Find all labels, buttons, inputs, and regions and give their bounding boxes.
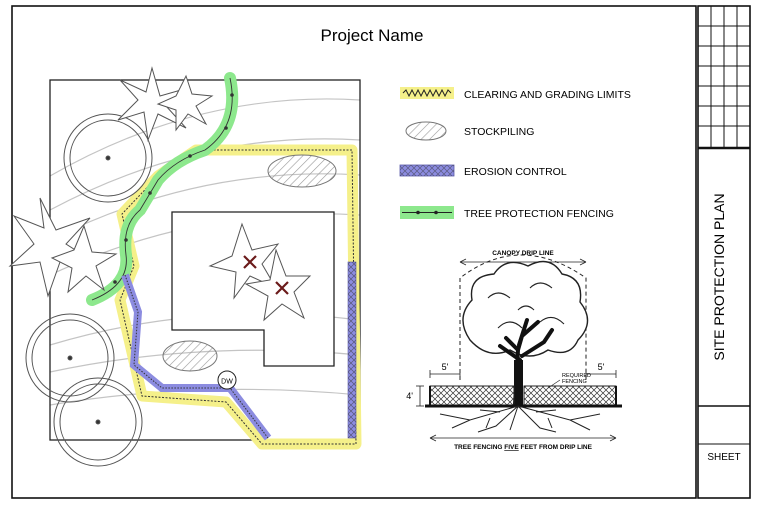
fence-right [523,385,617,407]
site-plan: DW [8,66,362,467]
sheet-label: SHEET [707,452,740,463]
trees-to-remove [208,222,312,322]
remove-x-icon [243,255,257,269]
legend-label: EROSION CONTROL [464,166,567,178]
remove-x-icon [275,281,289,295]
legend-item-erosion: EROSION CONTROL [399,164,567,178]
existing-trees [25,113,153,467]
plan-title: SITE PROTECTION PLAN [711,193,727,360]
tree-fence-detail: CANOPY DRIP LINE 5' 5' [406,250,622,451]
legend-label: TREE PROTECTION FENCING [464,208,614,220]
canopy [462,260,589,357]
revision-grid [698,6,750,445]
caption-emphasis: FIVE [504,444,519,451]
sheet-border [11,5,697,499]
offset-right-label: 5' [598,362,605,372]
drywell-icon [217,370,237,390]
legend-label: CLEARING AND GRADING LIMITS [464,89,631,101]
building-footprint [171,211,335,367]
height-label: 4' [406,391,413,401]
offset-left-label: 5' [442,362,449,372]
caption-part: FEET FROM DRIP LINE [519,444,593,451]
roots [439,405,601,433]
project-name: Project Name [321,26,424,45]
detail-caption: TREE FENCING FIVE FEET FROM DRIP LINE [454,444,593,451]
stockpile [162,340,218,372]
fencing-note: REQUIRED [562,373,591,379]
fence-left [429,385,515,407]
caption-part: TREE FENCING [454,444,504,451]
trunk [498,318,554,406]
fencing-note: FENCING [562,379,587,385]
legend-label: STOCKPILING [464,126,534,138]
evergreen-trees [8,66,214,298]
legend-item-clearing: CLEARING AND GRADING LIMITS [400,87,631,101]
tree-protection-fence [86,72,239,306]
stockpile [267,154,337,188]
legend: CLEARING AND GRADING LIMITS STOCKPILING … [399,87,631,220]
canopy-label: CANOPY DRIP LINE [492,250,554,257]
legend-item-stockpiling: STOCKPILING [405,121,534,141]
drywell-label: DW [221,379,233,386]
legend-item-tree-fence: TREE PROTECTION FENCING [400,206,614,220]
erosion-control [121,261,357,441]
